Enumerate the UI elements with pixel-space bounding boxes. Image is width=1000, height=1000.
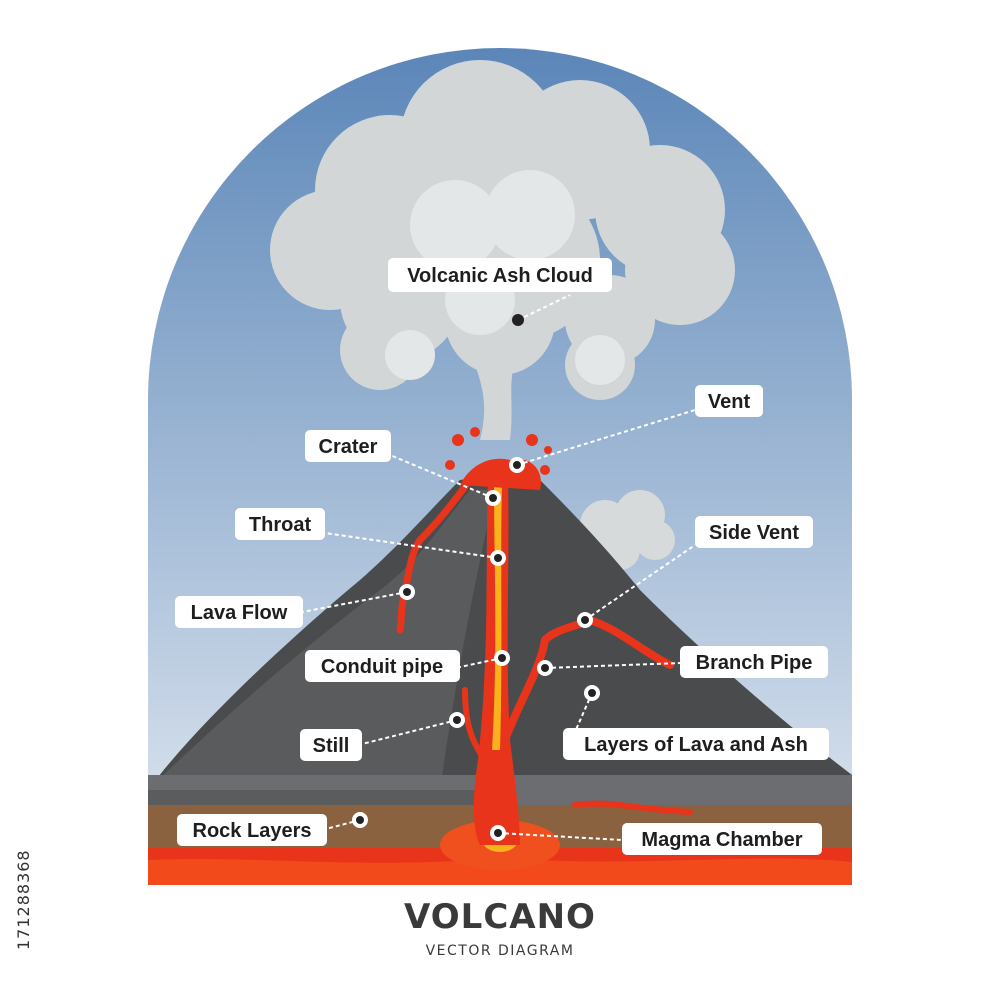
mountain-shading [148, 490, 495, 790]
anchor-dots [352, 314, 600, 841]
diagram-subtitle: VECTOR DIAGRAM [426, 943, 575, 959]
svg-text:Conduit pipe: Conduit pipe [321, 656, 443, 678]
branch-pipe-shape [501, 615, 674, 744]
svg-text:Layers of Lava and Ash: Layers of Lava and Ash [584, 734, 808, 756]
dot-conduit-pipe [494, 650, 510, 666]
svg-text:Volcanic Ash Cloud: Volcanic Ash Cloud [407, 265, 593, 287]
label-conduit-pipe: Conduit pipe [305, 650, 460, 682]
dot-still [449, 712, 465, 728]
svg-text:Side Vent: Side Vent [709, 522, 799, 544]
label-crater: Crater [305, 430, 391, 462]
label-still: Still [300, 729, 362, 761]
svg-text:Lava Flow: Lava Flow [191, 602, 288, 624]
label-throat: Throat [235, 508, 325, 540]
label-vent: Vent [695, 385, 763, 417]
svg-text:Still: Still [313, 735, 350, 757]
side-id-strip: 171288368 [10, 770, 34, 950]
dot-layers-of-lava-and-ash [584, 685, 600, 701]
label-volcanic-ash-cloud: Volcanic Ash Cloud [388, 258, 612, 292]
svg-text:Branch Pipe: Branch Pipe [696, 652, 813, 674]
label-branch-pipe: Branch Pipe [680, 646, 828, 678]
dot-lava-flow [399, 584, 415, 600]
dot-volcanic-ash-cloud [512, 314, 524, 326]
label-lava-flow: Lava Flow [175, 596, 303, 628]
dot-magma-chamber [490, 825, 506, 841]
label-magma-chamber: Magma Chamber [622, 823, 822, 855]
dot-crater [485, 490, 501, 506]
svg-text:Crater: Crater [319, 436, 378, 458]
dot-vent [509, 457, 525, 473]
dot-branch-pipe [537, 660, 553, 676]
lava-flow-shape [396, 476, 474, 634]
label-side-vent: Side Vent [695, 516, 813, 548]
dot-rock-layers [352, 812, 368, 828]
dot-throat [490, 550, 506, 566]
svg-text:Throat: Throat [249, 514, 312, 536]
svg-text:Rock Layers: Rock Layers [193, 820, 312, 842]
label-layers-of-lava-and-ash: Layers of Lava and Ash [563, 728, 829, 760]
diagram-title: VOLCANO [404, 897, 596, 937]
svg-text:Vent: Vent [708, 391, 751, 413]
side-lava-pocket [572, 800, 693, 815]
side-id-number: 171288368 [14, 849, 33, 950]
sill-shape [462, 687, 488, 763]
leader-lines [301, 294, 696, 841]
svg-text:Magma Chamber: Magma Chamber [641, 829, 802, 851]
dot-side-vent [577, 612, 593, 628]
label-rock-layers: Rock Layers [177, 814, 327, 846]
lava-base-glow [148, 858, 852, 885]
